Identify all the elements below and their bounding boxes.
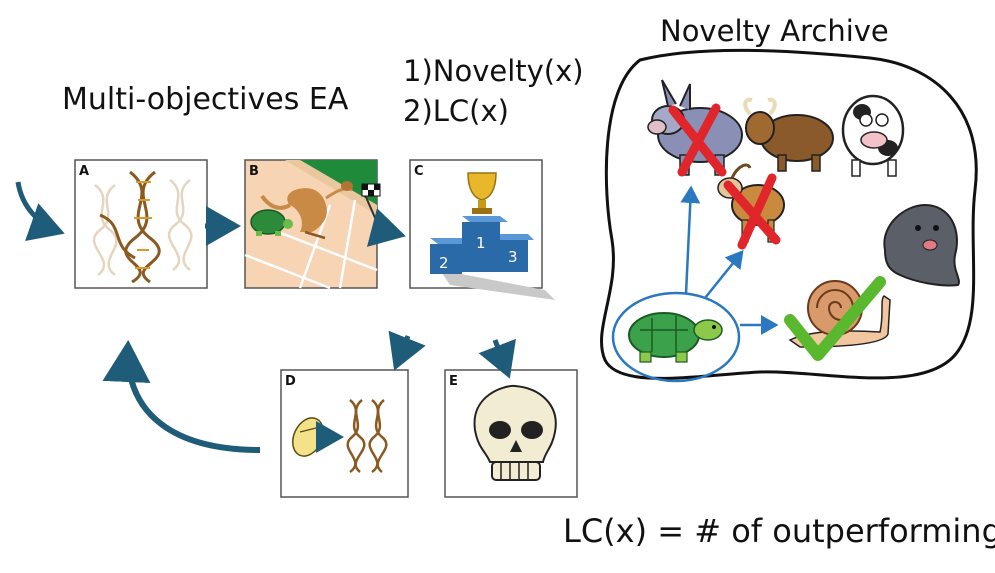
panel-e-letter: E: [449, 374, 458, 389]
objective-novelty: 1)Novelty(x): [403, 54, 584, 88]
check-mark-icon: [784, 276, 886, 361]
panel-b-letter: B: [249, 164, 259, 179]
turtle-icon: [250, 209, 293, 236]
dna-icon: [346, 399, 388, 474]
arrow-b-to-c: [366, 208, 406, 247]
donkey-icon: [647, 79, 743, 176]
skull-icon: [473, 384, 557, 481]
panel-b: [244, 159, 381, 290]
objective-lc: 2)LC(x): [403, 94, 509, 128]
arrow-d-to-a: [102, 340, 261, 453]
ea-cycle-arrows: [15, 181, 516, 453]
cross-mark-icon: [668, 103, 727, 177]
cross-mark-icon: [723, 173, 781, 250]
panel-e: [444, 369, 578, 498]
arrow-turtle-to-goat: [704, 250, 744, 299]
panel-d-letter: D: [285, 374, 296, 389]
panel-a: [74, 159, 208, 289]
kangaroo-icon: [260, 181, 353, 240]
panel-c-letter: C: [414, 164, 424, 179]
panel-a-letter: A: [79, 164, 89, 179]
panel-d: [280, 369, 409, 498]
arrow-c-to-e: [478, 338, 516, 379]
panel-c: 1 2 3: [409, 159, 555, 300]
podium-second-label: 2: [439, 254, 449, 272]
trophy-icon: [467, 172, 497, 214]
archive-arrows: [680, 185, 779, 335]
dna-icon: [92, 179, 193, 276]
arrow-c-to-d: [388, 330, 426, 371]
archive-boundary: [600, 48, 978, 380]
arrow-turtle-to-donkey: [680, 185, 701, 295]
seal-icon: [883, 203, 960, 287]
multi-objective-ea-title: Multi-objectives EA: [62, 82, 349, 117]
lc-formula: LC(x) = # of outperforming: [563, 512, 995, 550]
podium-first-label: 1: [476, 234, 486, 252]
turtle-icon: [611, 291, 741, 383]
podium-third-label: 3: [508, 248, 518, 266]
novelty-archive-title: Novelty Archive: [660, 14, 889, 48]
podium-icon: [430, 216, 534, 274]
entry-arrow: [15, 181, 65, 241]
bull-icon: [743, 97, 834, 172]
cow-icon: [841, 94, 905, 177]
